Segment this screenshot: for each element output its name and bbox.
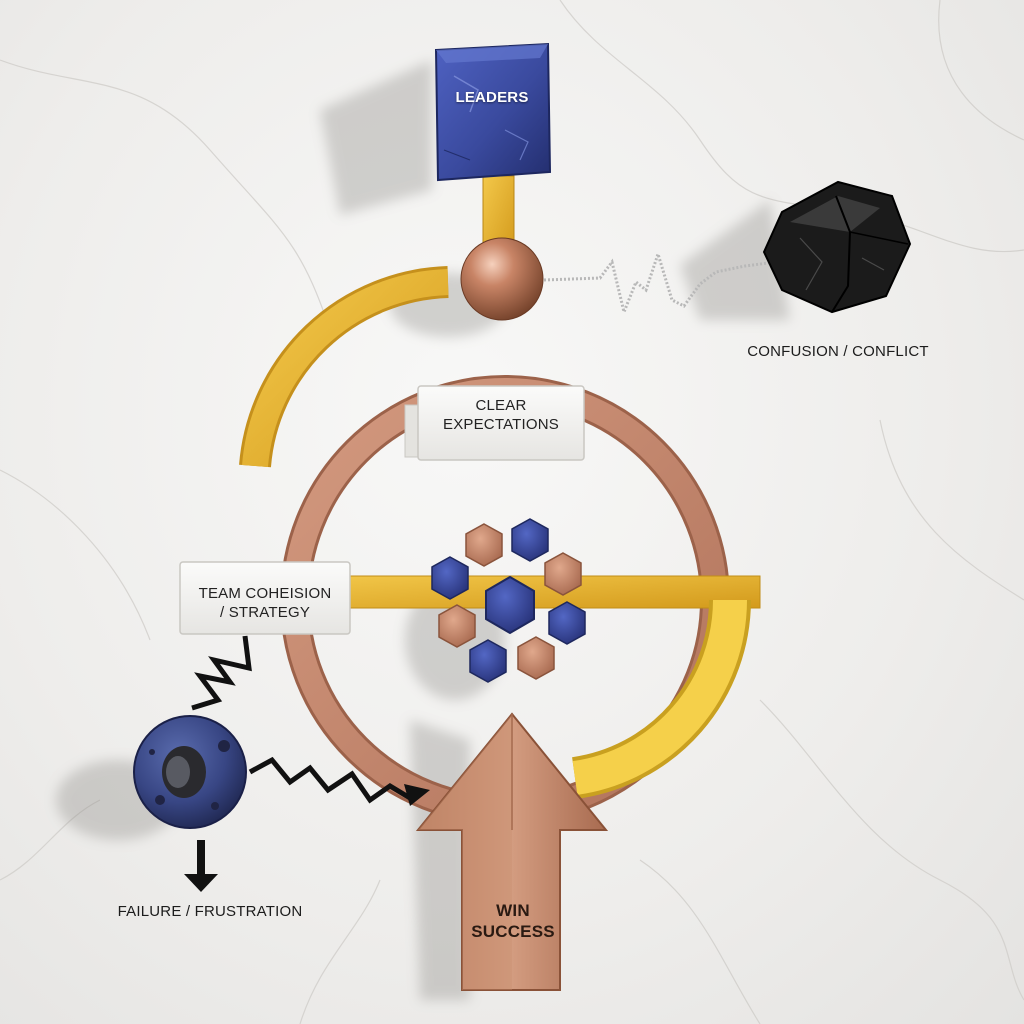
gold-arc-upper [242,269,449,468]
hex-5 [517,636,555,680]
hex-7 [438,604,476,648]
zigzag-team-to-failure [191,635,252,711]
pitted-stone-icon [133,715,247,829]
leaders-text: LEADERS [455,89,529,106]
hex-8 [431,556,469,600]
hex-3 [544,552,582,596]
failure-text: FAILURE / FRUSTRATION [117,903,303,920]
clear-text-line-1: CLEAR [475,397,527,414]
win-text-line-1: WIN [496,901,530,920]
cracked-black-rock-icon [762,180,912,314]
hex-6 [469,639,507,683]
hexagon-cluster [431,518,586,683]
shadows [56,60,790,1000]
leaders-label: LEADERS [435,88,549,107]
win-up-arrow-icon [415,712,609,991]
team-text-line-1: TEAM COHEISION [198,585,332,602]
silver-chain [543,249,777,317]
clear-expectations-label: CLEAR EXPECTATIONS [418,396,584,434]
hex-center [485,575,535,635]
leaders-cube [434,42,552,182]
win-text-line-2: SUCCESS [471,922,555,941]
confusion-text: CONFUSION / CONFLICT [747,343,929,360]
copper-sphere-icon [460,237,544,321]
gold-arc-lower [572,599,747,795]
hex-1 [465,523,503,567]
hex-4 [548,601,586,645]
failure-frustration-label: FAILURE / FRUSTRATION [108,902,312,921]
clear-text-line-2: EXPECTATIONS [442,416,560,433]
team-text-line-2: / STRATEGY [219,604,311,621]
zigzag-failure-to-win [248,756,412,804]
clear-expectations-tile [417,385,585,461]
zigzag-arrowhead [404,784,430,806]
confusion-conflict-label: CONFUSION / CONFLICT [740,342,936,361]
down-arrow-shaft [197,840,205,874]
team-cohesion-tile [179,561,351,635]
down-arrow-icon [184,874,218,892]
hex-2 [511,518,549,562]
team-cohesion-label: TEAM COHEISION / STRATEGY [182,584,348,622]
win-success-label: WIN SUCCESS [452,900,574,942]
